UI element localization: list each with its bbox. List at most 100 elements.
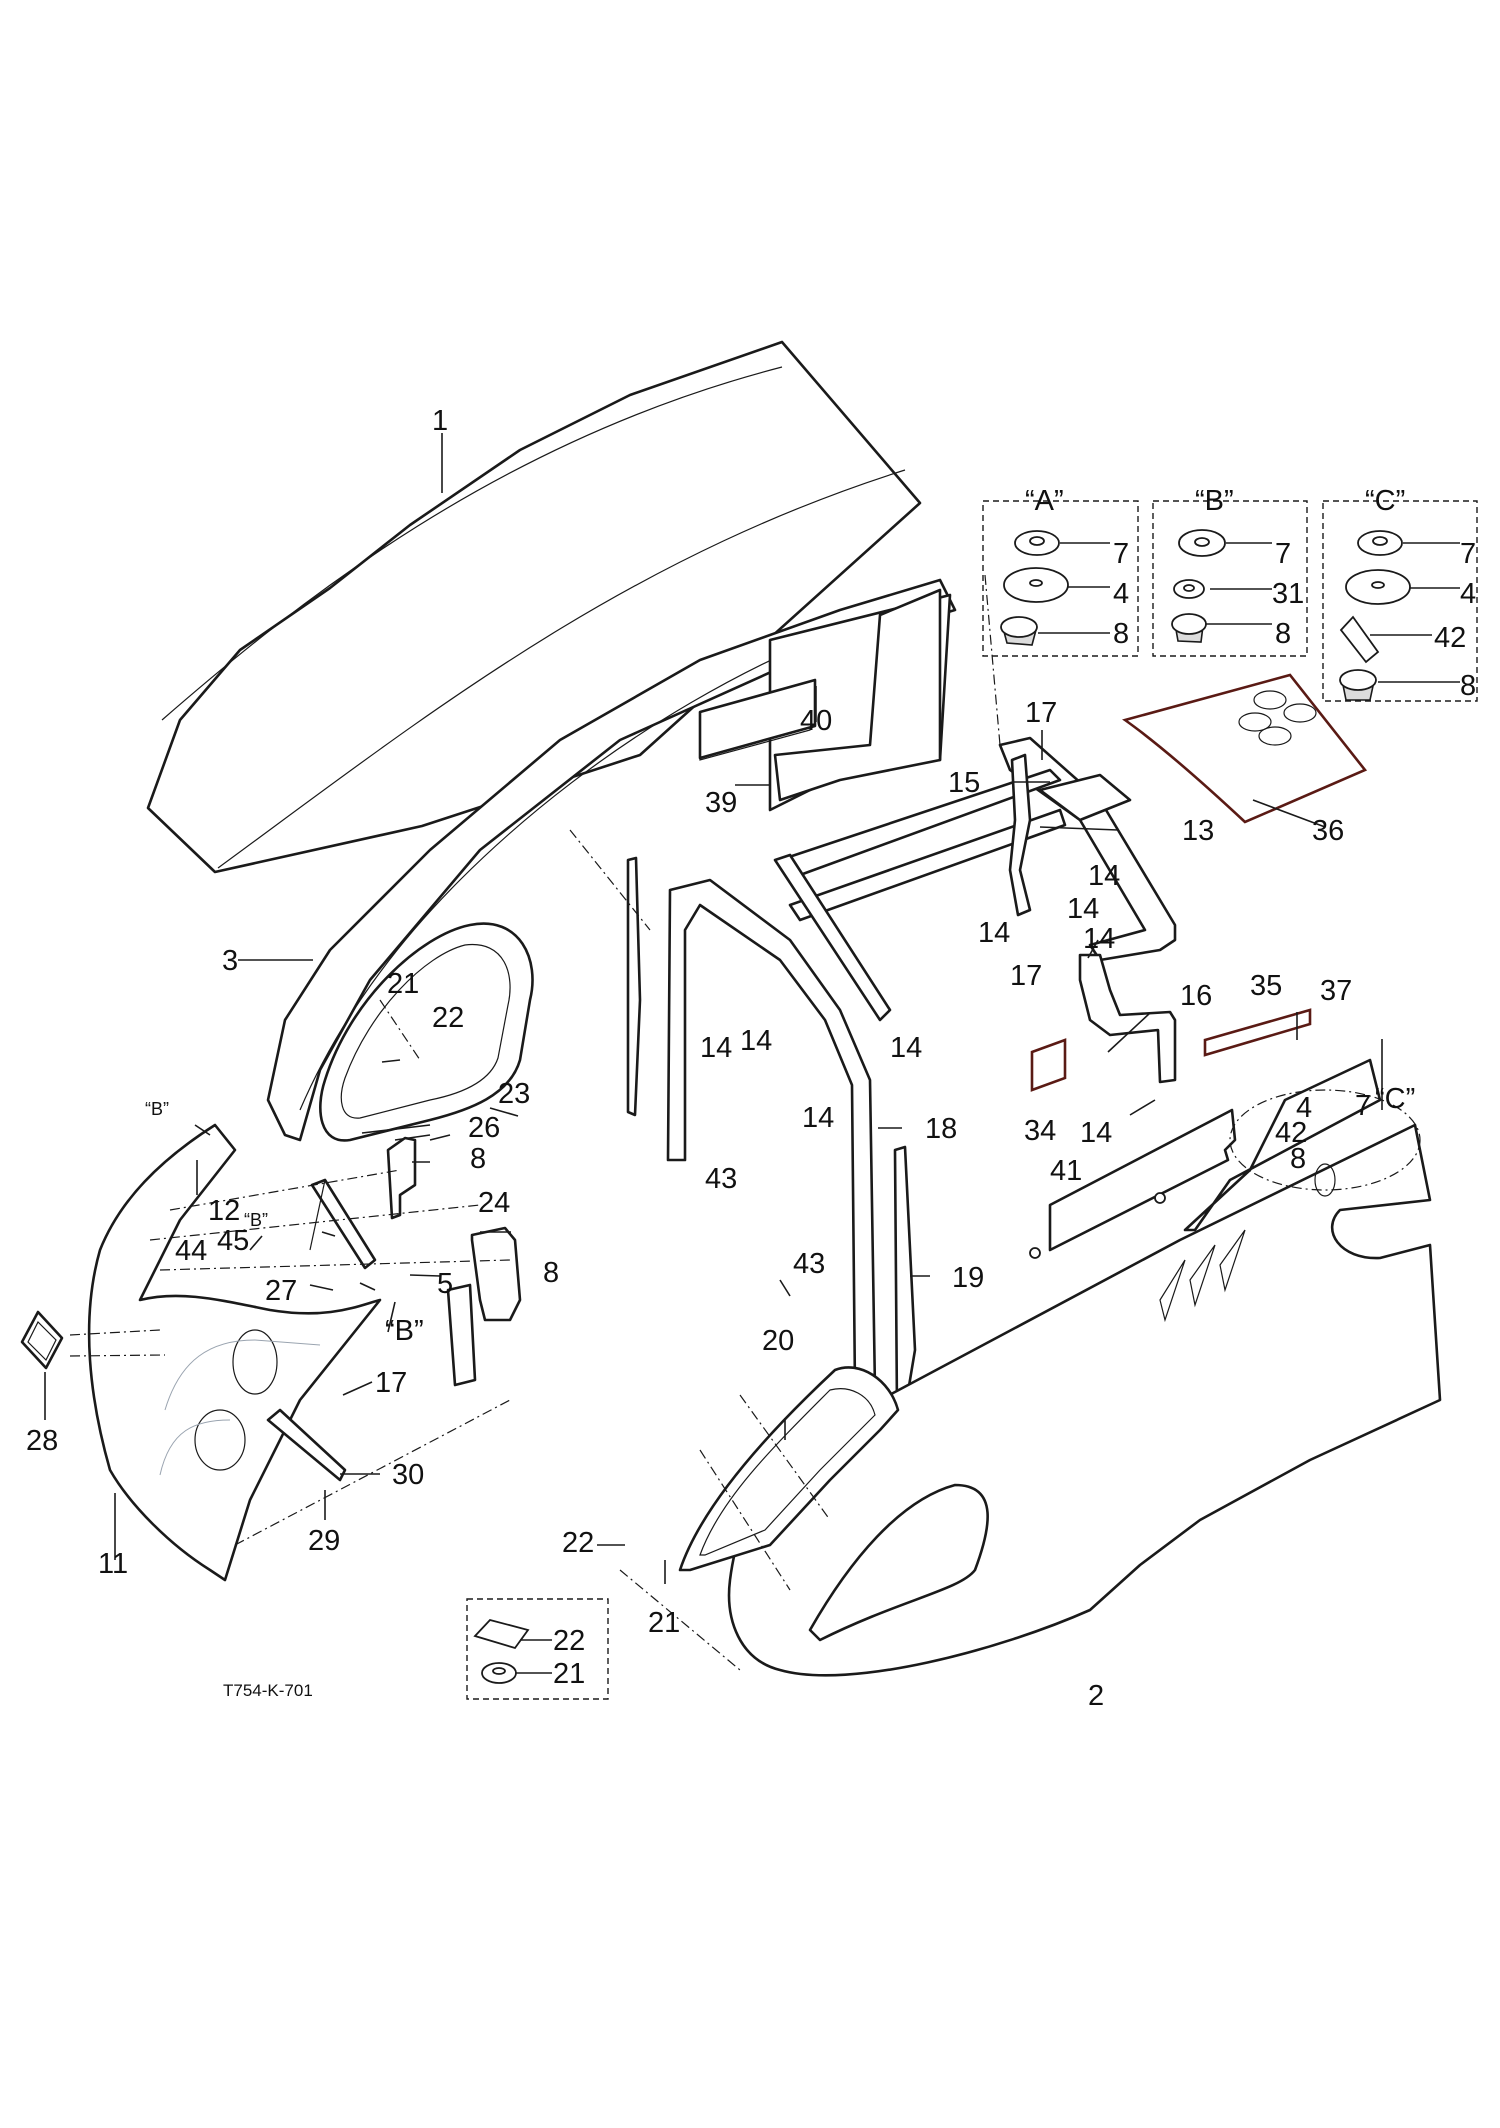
callout-8b[interactable]: 8 [543, 1257, 559, 1289]
callout-23[interactable]: 23 [498, 1078, 530, 1110]
callout-19[interactable]: 19 [952, 1262, 984, 1294]
callouts: 1 3 40 39 17 15 13 36 14 14 14 14 17 16 … [26, 405, 1476, 1712]
part-18-arch-frame[interactable] [666, 878, 877, 1392]
detail-box-A [982, 500, 1139, 657]
figure-code: T754-K-701 [223, 1681, 313, 1700]
part-24-bracket[interactable] [446, 1226, 522, 1387]
callout-30[interactable]: 30 [392, 1459, 424, 1491]
part-20-window-seal[interactable] [678, 1366, 900, 1572]
callout-27[interactable]: 27 [265, 1275, 297, 1307]
part-39-side-panel[interactable] [773, 588, 942, 802]
detail-C-item-8: 8 [1460, 670, 1476, 702]
part-1-hood-panel[interactable] [146, 340, 922, 874]
callout-39[interactable]: 39 [705, 787, 737, 819]
callout-5[interactable]: 5 [437, 1268, 453, 1300]
callout-20[interactable]: 20 [762, 1325, 794, 1357]
part-26-bracket[interactable] [386, 1136, 417, 1220]
part-29-brace[interactable] [266, 1408, 347, 1482]
part-13-support-frame[interactable] [773, 736, 1177, 1022]
callout-42c[interactable]: 42 [1275, 1117, 1307, 1149]
part-16-bracket[interactable] [1078, 953, 1177, 1084]
callout-11[interactable]: 11 [98, 1548, 128, 1580]
inset-item-22: 22 [553, 1625, 585, 1657]
callout-8c[interactable]: 8 [1290, 1143, 1306, 1175]
callout-refB2[interactable]: “B” [244, 1210, 268, 1230]
callout-43a[interactable]: 43 [705, 1163, 737, 1195]
callout-14i[interactable]: 14 [802, 1102, 834, 1134]
detail-circle-C [1229, 1089, 1421, 1191]
detail-title-B: “B” [1195, 485, 1234, 517]
detail-B-item-7: 7 [1275, 538, 1291, 570]
callout-34[interactable]: 34 [1024, 1115, 1056, 1147]
part-11-front-grille[interactable] [87, 1123, 382, 1582]
callout-14d[interactable]: 14 [1083, 923, 1115, 955]
detail-box-B [1152, 500, 1308, 657]
callout-16[interactable]: 16 [1180, 980, 1212, 1012]
callout-refB3[interactable]: “B” [385, 1315, 424, 1347]
callout-18[interactable]: 18 [925, 1113, 957, 1145]
callout-1[interactable]: 1 [432, 405, 448, 437]
part-23-window-frame[interactable] [319, 922, 534, 1142]
callout-12[interactable]: 12 [208, 1195, 240, 1227]
callout-21a[interactable]: 21 [387, 968, 419, 1000]
callout-37[interactable]: 37 [1320, 975, 1352, 1007]
part-35-strip[interactable] [1203, 1008, 1312, 1057]
callout-26[interactable]: 26 [468, 1112, 500, 1144]
callout-14e[interactable]: 14 [1080, 1117, 1112, 1149]
callout-8a[interactable]: 8 [470, 1143, 486, 1175]
part-34-pad[interactable] [1030, 1038, 1067, 1092]
callout-35[interactable]: 35 [1250, 970, 1282, 1002]
part-41-insulation[interactable] [1048, 1108, 1237, 1252]
detail-C-item-42: 42 [1434, 622, 1466, 654]
detail-title-C: “C” [1365, 485, 1405, 517]
callout-17c[interactable]: 17 [375, 1367, 407, 1399]
callout-14h[interactable]: 14 [890, 1032, 922, 1064]
part-seal-strip-left[interactable] [626, 856, 642, 1117]
callout-28[interactable]: 28 [26, 1425, 58, 1457]
callout-21b[interactable]: 21 [648, 1607, 680, 1639]
part-40-vent-insert[interactable] [698, 678, 817, 760]
detail-C-item-4: 4 [1460, 578, 1476, 610]
assembly-lines [69, 574, 1001, 1671]
callout-22b[interactable]: 22 [562, 1527, 594, 1559]
callout-24[interactable]: 24 [478, 1187, 510, 1219]
hardware-inset-box [466, 1598, 609, 1700]
callout-15[interactable]: 15 [948, 767, 980, 799]
detail-A-item-4: 4 [1113, 578, 1129, 610]
callout-40[interactable]: 40 [800, 705, 832, 737]
detail-box-C [1322, 500, 1478, 702]
detail-A-item-7: 7 [1113, 538, 1129, 570]
callout-14a[interactable]: 14 [1088, 860, 1120, 892]
part-19-seal-strip[interactable] [893, 1145, 917, 1412]
callout-13[interactable]: 13 [1182, 815, 1214, 847]
part-15-bracket[interactable] [1008, 753, 1032, 917]
callout-45[interactable]: 45 [217, 1225, 249, 1257]
detail-title-A: “A” [1025, 485, 1064, 517]
callout-7c[interactable]: 7 [1355, 1090, 1371, 1122]
inset-item-21: 21 [553, 1658, 585, 1690]
callout-4c[interactable]: 4 [1296, 1092, 1312, 1124]
callout-17b[interactable]: 17 [1010, 960, 1042, 992]
detail-B-item-31: 31 [1272, 578, 1304, 610]
callout-22a[interactable]: 22 [432, 1002, 464, 1034]
callout-17a[interactable]: 17 [1025, 697, 1057, 729]
detail-C-item-7: 7 [1460, 538, 1476, 570]
callout-14f[interactable]: 14 [700, 1032, 732, 1064]
callout-43b[interactable]: 43 [793, 1248, 825, 1280]
callout-14b[interactable]: 14 [1067, 893, 1099, 925]
callout-refC[interactable]: “C” [1375, 1083, 1415, 1115]
callout-44[interactable]: 44 [175, 1235, 207, 1267]
part-37-insulation[interactable] [1183, 1058, 1382, 1232]
callout-refB1[interactable]: “B” [145, 1099, 169, 1119]
part-27-brace[interactable] [309, 1178, 377, 1270]
part-28-emblem[interactable] [20, 1310, 64, 1370]
callout-41[interactable]: 41 [1050, 1155, 1082, 1187]
callout-2[interactable]: 2 [1088, 1680, 1104, 1712]
callout-3[interactable]: 3 [222, 945, 238, 977]
callout-29[interactable]: 29 [308, 1525, 340, 1557]
callout-36[interactable]: 36 [1312, 815, 1344, 847]
callout-14c[interactable]: 14 [978, 917, 1010, 949]
callout-14g[interactable]: 14 [740, 1025, 772, 1057]
part-36-decal[interactable] [1122, 673, 1368, 824]
